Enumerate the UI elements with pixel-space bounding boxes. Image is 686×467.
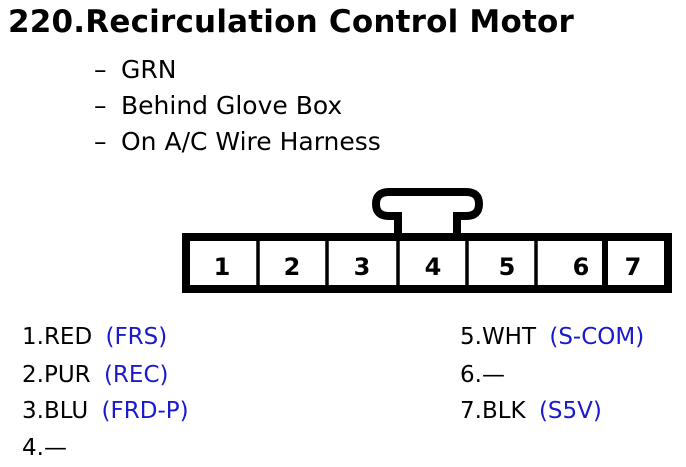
cavity-number: 1 [214, 253, 231, 281]
pin-label: 2.PUR [22, 362, 91, 388]
pin-6-row: 6.— [460, 361, 511, 389]
cavity-number: 6 [573, 253, 590, 281]
pin-label: 6.— [460, 362, 505, 388]
cavity-number: 4 [425, 253, 442, 281]
connector-diagram: 1 2 3 4 5 6 7 [182, 188, 672, 293]
pin-1-row: 1.RED (FRS) [22, 323, 167, 351]
note-harness: –On A/C Wire Harness [94, 124, 381, 160]
cavity-number: 5 [499, 253, 516, 281]
pin-4-row: 4.— [22, 434, 73, 462]
pin-label: 7.BLK [460, 398, 526, 424]
pin-2-row: 2.PUR (REC) [22, 361, 168, 389]
note-dash: – [94, 91, 107, 120]
pin-signal-code: (FRD-P) [101, 398, 189, 424]
pin-label: 1.RED [22, 324, 93, 350]
note-text: On A/C Wire Harness [121, 127, 381, 156]
pin-7-row: 7.BLK (S5V) [460, 397, 602, 425]
note-dash: – [94, 55, 107, 84]
connector-latch [371, 188, 484, 237]
pin-signal-code: (FRS) [105, 324, 168, 350]
pin-signal-code: (S-COM) [549, 324, 645, 350]
pin-5-row: 5.WHT (S-COM) [460, 323, 644, 351]
pin-label: 4.— [22, 435, 67, 461]
cavity-number: 3 [354, 253, 371, 281]
pin-label: 3.BLU [22, 398, 89, 424]
pin-signal-code: (REC) [103, 362, 169, 388]
note-text: GRN [121, 55, 177, 84]
note-dash: – [94, 127, 107, 156]
connector-housing [182, 233, 672, 293]
note-text: Behind Glove Box [121, 91, 343, 120]
cavity-dividers [256, 237, 538, 289]
location-notes: –GRN –Behind Glove Box –On A/C Wire Harn… [94, 52, 381, 160]
pin-3-row: 3.BLU (FRD-P) [22, 397, 189, 425]
cavity-number: 7 [625, 253, 642, 281]
cavity-number: 2 [284, 253, 301, 281]
note-location: –Behind Glove Box [94, 88, 381, 124]
diagram-title: 220.Recirculation Control Motor [8, 4, 574, 40]
note-color: –GRN [94, 52, 381, 88]
pin-label: 5.WHT [460, 324, 537, 350]
pin-signal-code: (S5V) [538, 398, 602, 424]
